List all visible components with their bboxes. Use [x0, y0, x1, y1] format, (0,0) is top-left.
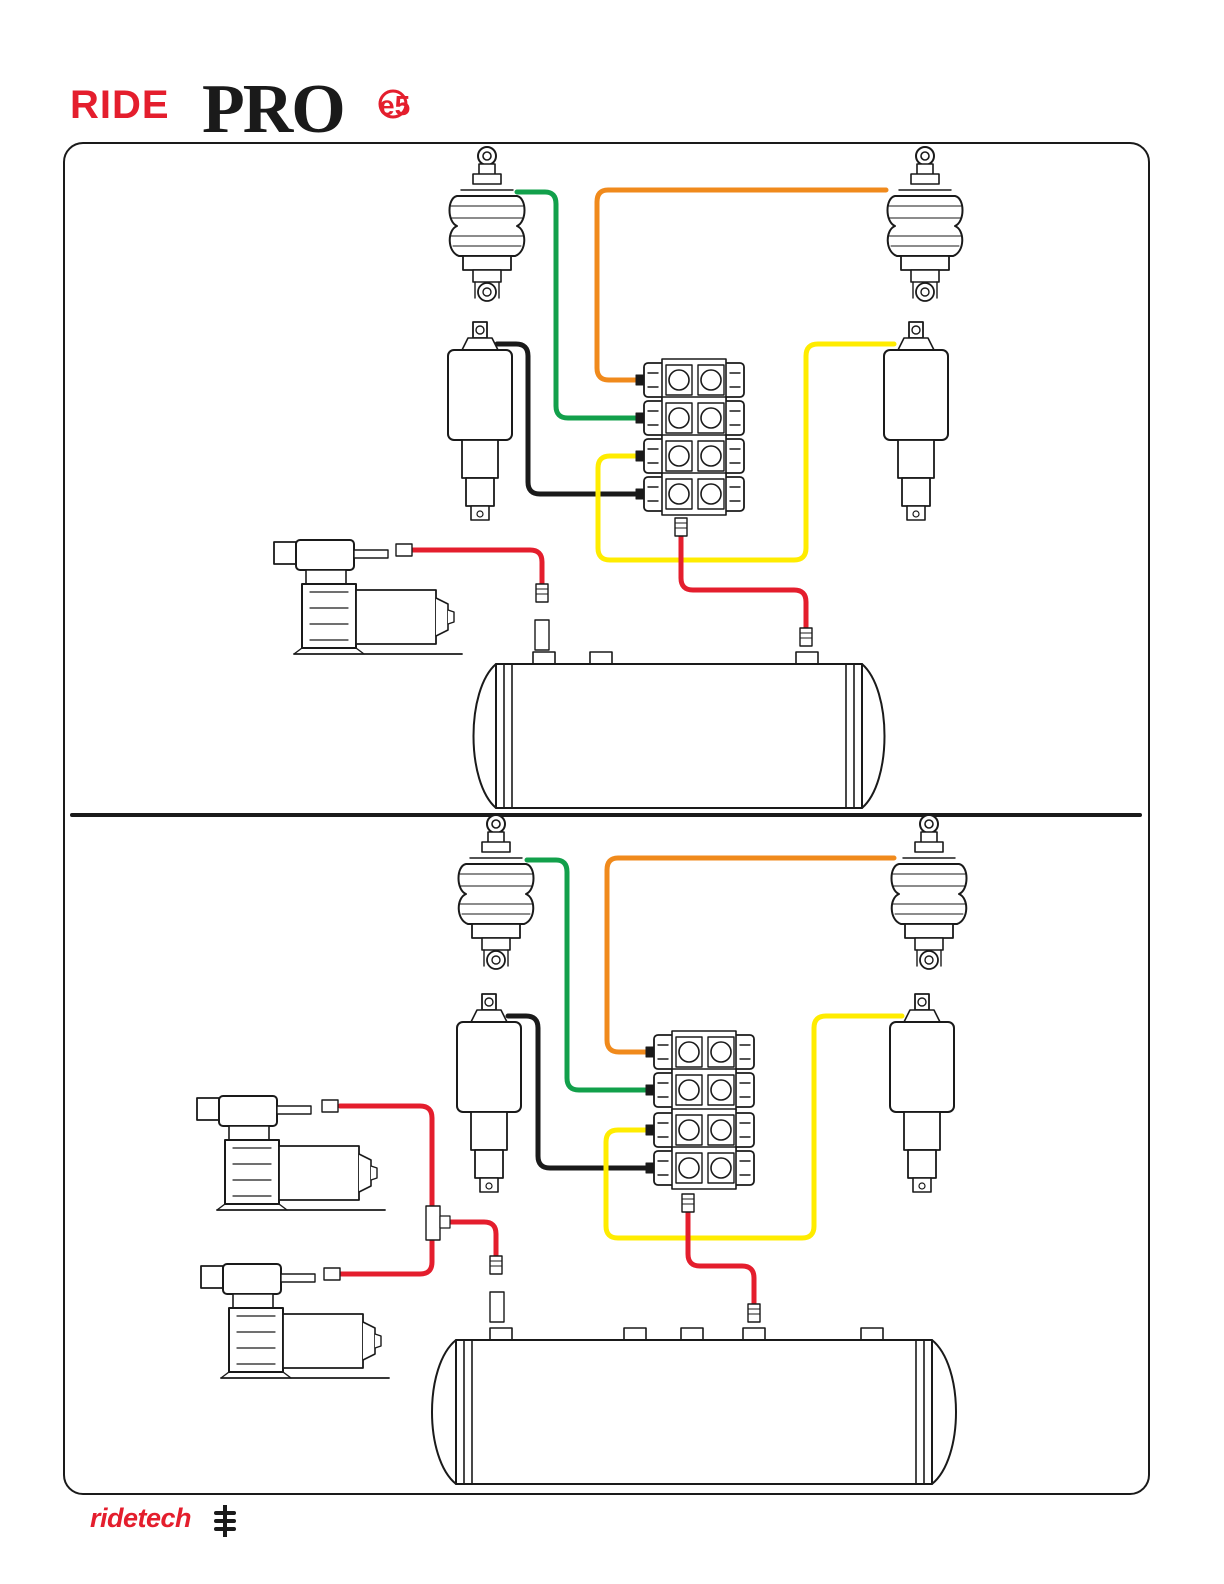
bottom-red-line-tank — [688, 1212, 754, 1306]
top-green-line — [517, 192, 636, 418]
top-left-shock — [448, 322, 512, 520]
top-right-shock — [884, 322, 948, 520]
bottom-orange-line — [607, 858, 894, 1052]
top-orange-line — [597, 190, 886, 380]
top-valve-3 — [636, 435, 744, 477]
top-red-line-compressor — [412, 550, 542, 584]
footer-ridetech-logo: ridetech — [90, 1503, 191, 1534]
bottom-check-valve — [490, 1256, 502, 1274]
bottom-red-line-tee — [446, 1222, 496, 1256]
bottom-left-airbag — [459, 815, 534, 969]
top-valve-2 — [636, 397, 744, 439]
bottom-tee-fitting — [426, 1206, 450, 1240]
top-check-valve — [536, 584, 548, 602]
bottom-valve-1 — [646, 1031, 754, 1073]
bottom-compressor-1 — [197, 1096, 385, 1210]
top-tank-fitting — [800, 628, 812, 646]
bottom-air-tank — [432, 1328, 956, 1484]
bottom-tank-fitting — [748, 1304, 760, 1322]
bottom-valve-fitting — [682, 1194, 694, 1212]
top-valve-fitting — [675, 518, 687, 536]
bottom-right-shock — [890, 994, 954, 1192]
top-left-airbag — [450, 147, 525, 301]
top-valve-4 — [636, 473, 744, 515]
top-compressor-outlet — [396, 544, 412, 556]
top-red-line-tank — [681, 534, 806, 630]
top-inline-filter — [535, 620, 549, 650]
top-compressor — [274, 540, 462, 654]
bottom-inline-filter — [490, 1292, 504, 1322]
bottom-green-line — [527, 860, 646, 1090]
bottom-right-airbag — [892, 815, 967, 969]
bottom-left-shock — [457, 994, 521, 1192]
bottom-valve-3 — [646, 1109, 754, 1151]
top-valve-1 — [636, 359, 744, 401]
bottom-compressor-1-outlet — [322, 1100, 338, 1112]
bottom-compressor-2 — [201, 1264, 389, 1378]
bottom-diagram — [197, 815, 967, 1484]
ridetech-emblem-icon — [212, 1505, 238, 1537]
top-diagram — [274, 147, 963, 808]
bottom-compressor-2-outlet — [324, 1268, 340, 1280]
top-right-airbag — [888, 147, 963, 301]
bottom-valve-4 — [646, 1147, 754, 1189]
bottom-valve-2 — [646, 1069, 754, 1111]
top-air-tank — [474, 652, 885, 808]
